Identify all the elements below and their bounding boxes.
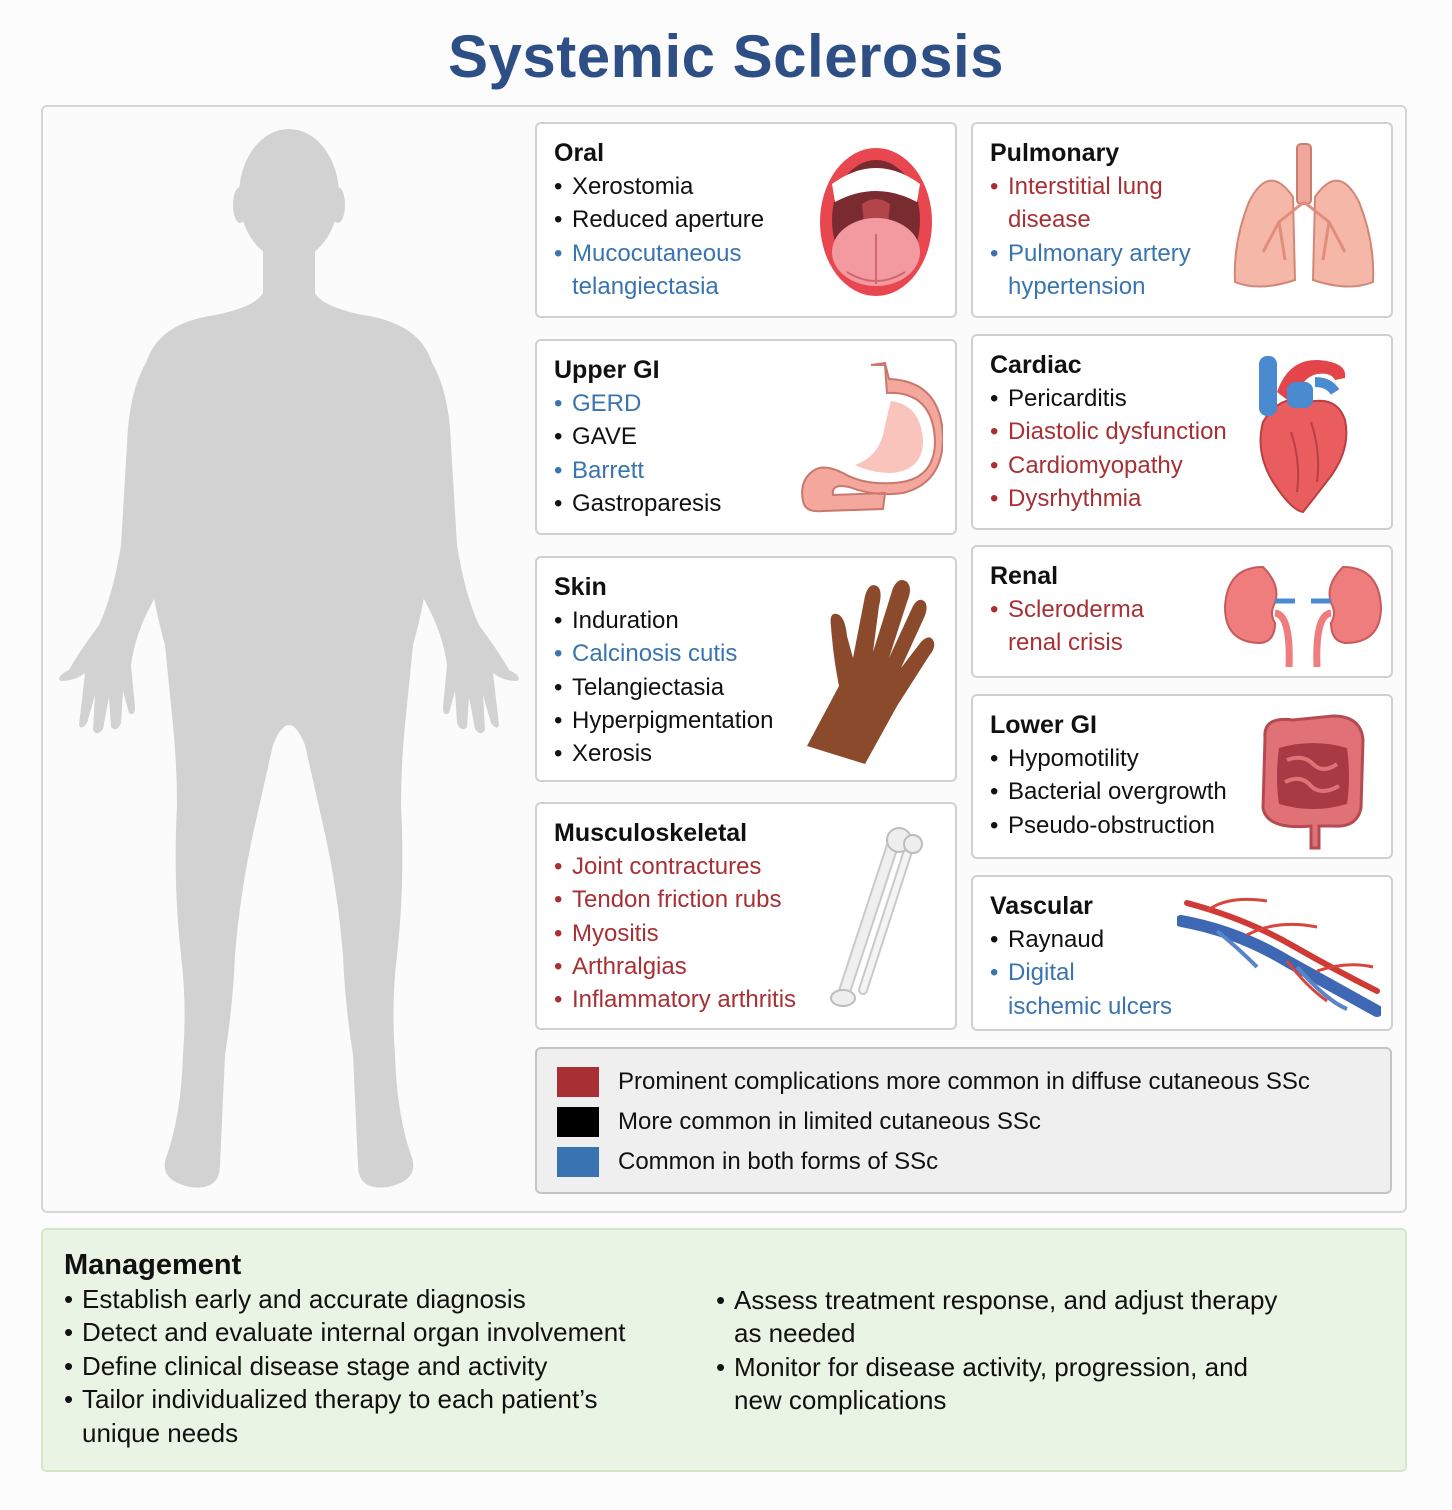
list-item: Scleroderma: [990, 593, 1144, 627]
panel-skin: Skin Induration Calcinosis cutis Telangi…: [535, 556, 957, 782]
list-item-line: new complications: [734, 1385, 947, 1416]
page-title: Systemic Sclerosis: [447, 23, 1004, 90]
legend-item-diffuse: Prominent complications more common in d…: [557, 1067, 1310, 1097]
panel-renal-title: Renal: [990, 562, 1059, 590]
panel-pulmonary-list: Interstitial lung disease Pulmonary arte…: [990, 170, 1191, 303]
list-item: Reduced aperture: [554, 203, 764, 237]
list-item: telangiectasia: [572, 272, 719, 300]
list-item: Dysrhythmia: [990, 482, 1227, 516]
management-panel: Management Establish early and accurate …: [41, 1228, 1407, 1472]
list-item: Gastroparesis: [554, 487, 721, 521]
panel-lower-gi: Lower GI Hypomotility Bacterial overgrow…: [971, 694, 1393, 859]
list-item: ischemic ulcers: [1008, 992, 1173, 1020]
panel-renal: Renal Scleroderma renal crisis: [971, 545, 1393, 678]
panel-upper-gi: Upper GI GERD GAVE Barrett Gastroparesis: [535, 339, 957, 535]
list-item: Mucocutaneous: [554, 237, 764, 271]
panel-vascular-title: Vascular: [990, 892, 1093, 920]
list-item: Pseudo-obstruction: [990, 809, 1227, 843]
list-item-line: Monitor for disease activity, progressio…: [734, 1351, 1248, 1382]
list-item-line: Assess treatment response, and adjust th…: [734, 1285, 1278, 1315]
panel-vascular: Vascular Raynaud Digital ischemic ulcers: [971, 875, 1393, 1031]
list-item: Raynaud: [990, 923, 1172, 957]
list-item: Barrett: [554, 454, 721, 488]
list-item: GERD: [554, 387, 721, 421]
legend-label: Common in both forms of SSc: [618, 1148, 939, 1175]
legend-item-limited: More common in limited cutaneous SSc: [557, 1107, 1041, 1137]
list-item: Bacterial overgrowth: [990, 775, 1227, 809]
management-list-right: Assess treatment response, and adjust th…: [716, 1284, 1277, 1418]
panel-cardiac: Cardiac Pericarditis Diastolic dysfuncti…: [971, 334, 1393, 530]
legend-swatch: [557, 1107, 599, 1137]
panel-oral-title: Oral: [554, 139, 605, 167]
list-item: Digital: [990, 956, 1172, 990]
list-item: Calcinosis cutis: [554, 637, 773, 671]
list-item: Induration: [554, 604, 773, 638]
list-item: Cardiomyopathy: [990, 449, 1227, 483]
list-item: Xerosis: [554, 737, 773, 771]
list-item: Interstitial lung: [990, 170, 1191, 204]
forearm-bones-icon: [830, 827, 923, 1007]
list-item: renal crisis: [1008, 629, 1123, 657]
panel-oral-list: Xerostomia Reduced aperture Mucocutaneou…: [554, 170, 764, 303]
legend-label: Prominent complications more common in d…: [618, 1068, 1310, 1095]
list-item-line: Tailor individualized therapy to each pa…: [82, 1384, 598, 1415]
panel-vascular-list: Raynaud Digital ischemic ulcers: [990, 923, 1172, 1023]
stomach-icon: [801, 361, 943, 513]
panel-lower-gi-title: Lower GI: [990, 711, 1097, 739]
kidneys-icon: [1223, 565, 1383, 667]
legend-label: More common in limited cutaneous SSc: [618, 1108, 1041, 1135]
heart-icon: [1259, 356, 1348, 514]
open-mouth-icon: [820, 148, 932, 296]
list-item: Assess treatment response, and adjust th…: [716, 1284, 1277, 1351]
list-item: Tendon friction rubs: [554, 883, 796, 917]
panel-skin-list: Induration Calcinosis cutis Telangiectas…: [554, 604, 773, 771]
panel-upper-gi-title: Upper GI: [554, 356, 660, 384]
panel-pulmonary: Pulmonary Interstitial lung disease Pulm…: [971, 122, 1393, 318]
list-item-line: unique needs: [82, 1417, 239, 1448]
list-item: Hyperpigmentation: [554, 704, 773, 738]
panel-cardiac-list: Pericarditis Diastolic dysfunction Cardi…: [990, 382, 1227, 515]
panel-skin-title: Skin: [554, 573, 607, 601]
list-item: Detect and evaluate internal organ invol…: [64, 1316, 625, 1350]
list-item: Pulmonary artery: [990, 237, 1191, 271]
list-item-line: as needed: [734, 1318, 856, 1349]
panel-musculoskeletal-title: Musculoskeletal: [554, 819, 748, 847]
blood-vessels-icon: [1177, 897, 1381, 1017]
color-legend: Prominent complications more common in d…: [535, 1047, 1392, 1194]
lungs-icon: [1233, 143, 1375, 288]
human-silhouette-icon: [59, 129, 519, 1188]
panel-oral: Oral Xerostomia Reduced aperture Mucocut…: [535, 122, 957, 318]
legend-item-both: Common in both forms of SSc: [557, 1147, 938, 1177]
management-title: Management: [64, 1249, 242, 1281]
legend-swatch: [557, 1147, 599, 1177]
panel-cardiac-title: Cardiac: [990, 351, 1082, 379]
list-item: Diastolic dysfunction: [990, 415, 1227, 449]
list-item: disease: [1008, 206, 1091, 234]
panel-musculoskeletal: Musculoskeletal Joint contractures Tendo…: [535, 802, 957, 1030]
list-item: Monitor for disease activity, progressio…: [716, 1351, 1277, 1418]
legend-swatch: [557, 1067, 599, 1097]
list-item: Telangiectasia: [554, 671, 773, 705]
list-item: Pericarditis: [990, 382, 1227, 416]
intestines-icon: [1261, 714, 1365, 850]
list-item: Arthralgias: [554, 950, 796, 984]
list-item: Myositis: [554, 917, 796, 951]
list-item: Xerostomia: [554, 170, 764, 204]
list-item: Tailor individualized therapy to each pa…: [64, 1383, 625, 1450]
list-item: Establish early and accurate diagnosis: [64, 1283, 625, 1317]
list-item: hypertension: [1008, 272, 1146, 300]
panel-upper-gi-list: GERD GAVE Barrett Gastroparesis: [554, 387, 721, 520]
list-item: Hypomotility: [990, 742, 1227, 776]
panel-musculoskeletal-list: Joint contractures Tendon friction rubs …: [554, 850, 796, 1017]
panel-lower-gi-list: Hypomotility Bacterial overgrowth Pseudo…: [990, 742, 1227, 842]
list-item: Define clinical disease stage and activi…: [64, 1350, 625, 1384]
list-item: Inflammatory arthritis: [554, 983, 796, 1017]
management-list-left: Establish early and accurate diagnosis D…: [64, 1283, 625, 1450]
hand-icon: [807, 580, 935, 764]
panel-pulmonary-title: Pulmonary: [990, 139, 1120, 167]
list-item: Joint contractures: [554, 850, 796, 884]
list-item: GAVE: [554, 420, 721, 454]
panel-renal-list: Scleroderma renal crisis: [990, 593, 1144, 660]
